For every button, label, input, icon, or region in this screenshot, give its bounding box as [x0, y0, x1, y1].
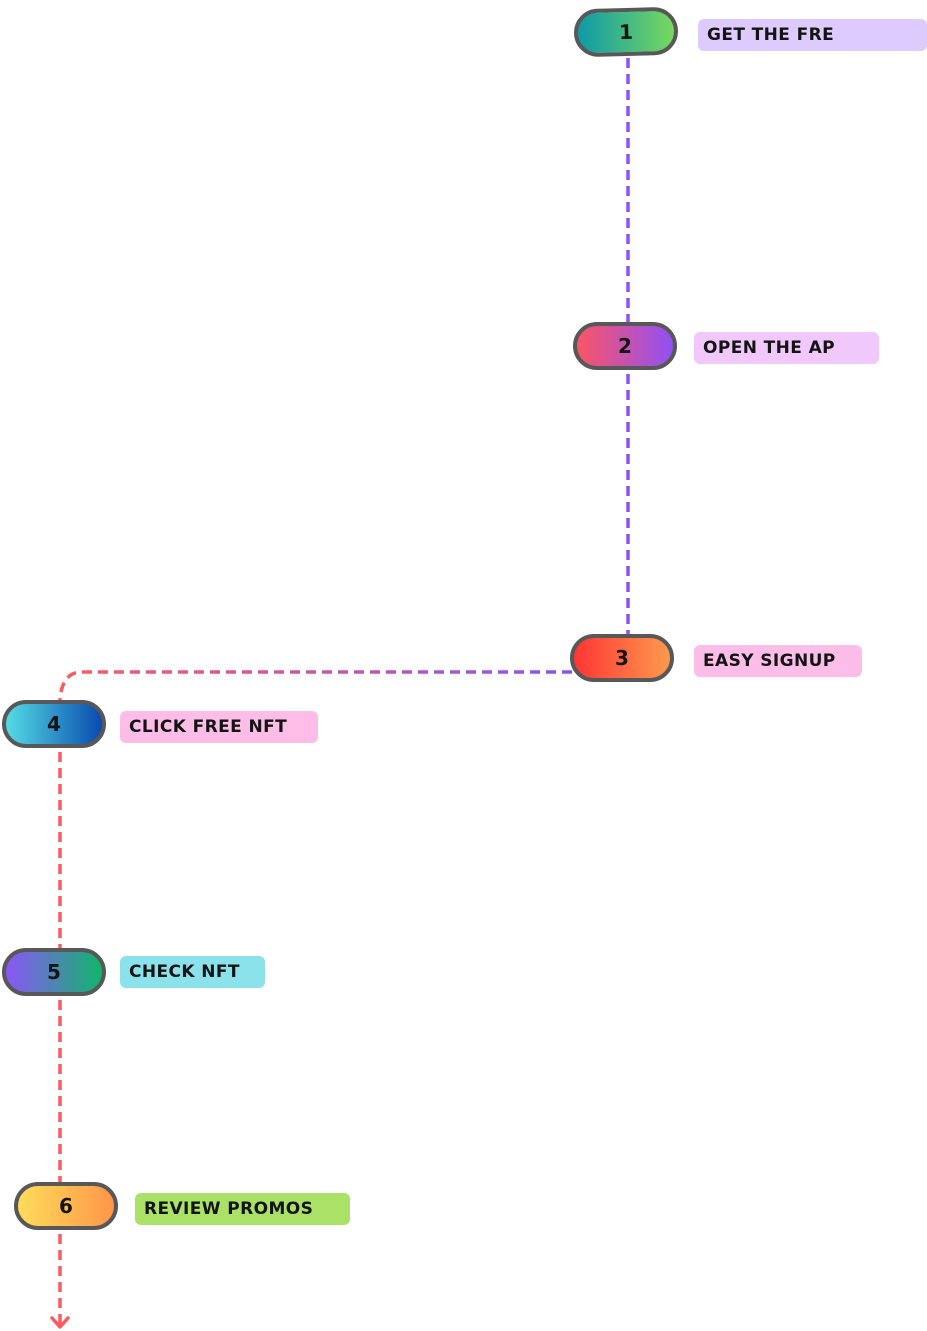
step-1-label-text: GET THE FRE — [707, 25, 835, 45]
arrow-down-icon — [50, 1316, 70, 1329]
connector-3-4 — [58, 670, 572, 701]
step-5-pill[interactable]: 5 — [2, 948, 106, 996]
step-6-label[interactable]: REVIEW PROMOS — [135, 1193, 350, 1225]
step-3-pill[interactable]: 3 — [570, 634, 674, 682]
step-1-label[interactable]: GET THE FRE — [698, 19, 927, 51]
step-6-number: 6 — [59, 1194, 73, 1218]
step-6-label-text: REVIEW PROMOS — [144, 1199, 314, 1219]
step-6-pill[interactable]: 6 — [14, 1182, 118, 1230]
step-4-label-text: CLICK FREE NFT — [129, 717, 288, 737]
step-5-label-text: CHECK NFT — [129, 962, 240, 982]
step-3-number: 3 — [615, 646, 629, 670]
step-3-label-text: EASY SIGNUP — [703, 651, 836, 671]
step-4-label[interactable]: CLICK FREE NFT — [120, 711, 318, 743]
step-1-number: 1 — [618, 19, 634, 45]
step-4-number: 4 — [47, 712, 61, 736]
step-3-label[interactable]: EASY SIGNUP — [694, 645, 862, 677]
step-1-pill[interactable]: 1 — [573, 6, 679, 58]
step-2-number: 2 — [618, 334, 632, 358]
step-2-pill[interactable]: 2 — [573, 322, 677, 370]
step-2-label-text: OPEN THE AP — [703, 338, 836, 358]
step-4-pill[interactable]: 4 — [2, 700, 106, 748]
step-2-label[interactable]: OPEN THE AP — [694, 332, 879, 364]
step-5-number: 5 — [47, 960, 61, 984]
step-5-label[interactable]: CHECK NFT — [120, 956, 265, 988]
